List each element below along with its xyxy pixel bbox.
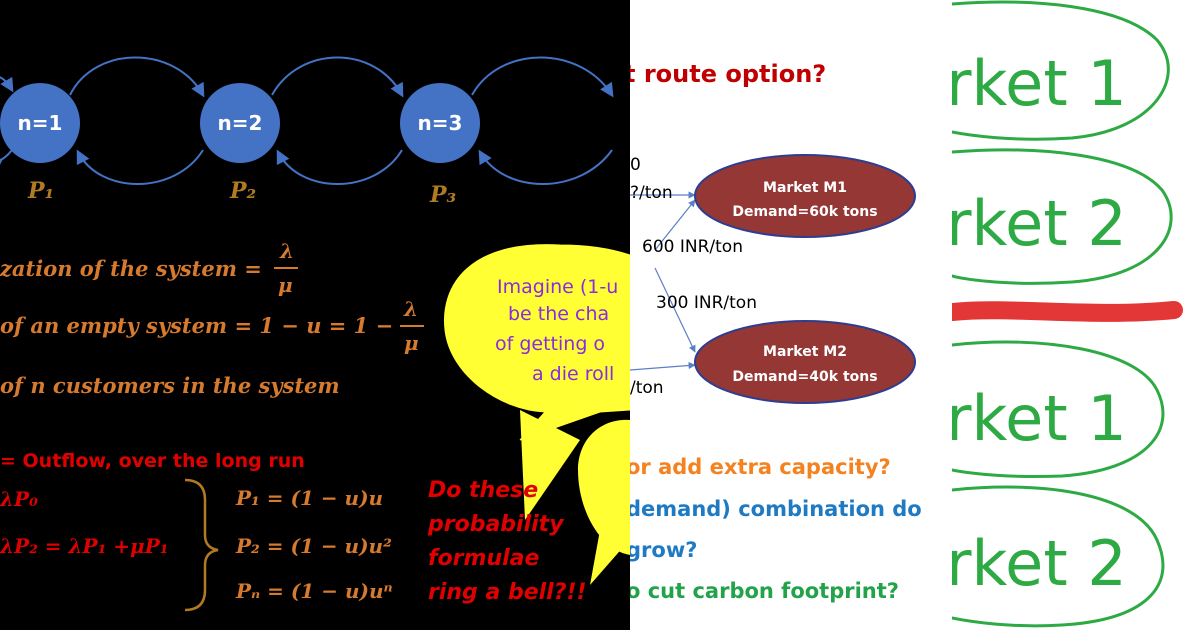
hand-ellipse-1 [952, 0, 1170, 141]
market-m2-node: Market M2 Demand=40k tons [694, 320, 916, 404]
red-divider-scribble [952, 301, 1183, 322]
speech-bubble-secondary [578, 419, 630, 585]
svg-text:Market M2: Market M2 [763, 344, 847, 360]
hand-label-2: rket 2 [952, 187, 1127, 260]
svg-text:Do these: Do these [428, 478, 538, 503]
arc-backward-1-0 [0, 149, 13, 172]
queue-slide: n=1 n=2 n=3 P₁ P₂ P₃ zation of the syste… [0, 56, 630, 612]
solution-eq-2: P₂ = (1 − u)u² [235, 534, 392, 558]
empty-system-formula: of an empty system = 1 − u = 1 − [0, 313, 393, 338]
question-carbon-footprint: o cut carbon footprint? [630, 579, 899, 603]
market-m1-node: Market M1 Demand=60k tons [694, 154, 916, 238]
hand-label-1: rket 1 [952, 47, 1127, 120]
question-capacity: or add extra capacity? [630, 455, 891, 479]
svg-text:Market M1: Market M1 [763, 180, 847, 196]
hand-ellipse-2 [952, 148, 1173, 285]
prob-label-1: P₁ [27, 178, 54, 204]
utilization-denominator: μ [278, 273, 293, 297]
hand-ellipse-4 [952, 485, 1165, 628]
speech-bubble-tail [520, 410, 580, 520]
edge-label-3: 300 INR/ton [656, 293, 757, 313]
edge-to-m2-lower [630, 361, 696, 371]
svg-text:probability: probability [427, 512, 565, 537]
svg-text:Imagine (1-u: Imagine (1-u [497, 276, 618, 298]
hand-label-4: rket 2 [952, 527, 1127, 600]
edge-label-4: /ton [630, 378, 664, 398]
arc-backward-3-2 [276, 149, 403, 185]
svg-text:n=1: n=1 [18, 111, 63, 135]
empty-system-numerator: λ [403, 297, 418, 321]
prob-label-2: P₂ [229, 178, 256, 204]
svg-text:of getting o: of getting o [495, 333, 605, 355]
hand-label-3: rket 1 [952, 382, 1127, 455]
handwritten-notes-panel: rket 1 rket 2 rket 1 rket 2 [952, 0, 1200, 630]
arc-backward-4-3 [478, 149, 613, 185]
svg-text:n=3: n=3 [418, 111, 463, 135]
n-customers-formula: of n customers in the system [0, 373, 340, 398]
edge-label-2: 600 INR/ton [642, 237, 743, 257]
svg-text:be the cha: be the cha [508, 303, 609, 325]
edge-label-1: ?/ton [630, 183, 673, 203]
handwritten-notes: rket 1 rket 2 rket 1 rket 2 [952, 0, 1183, 628]
empty-system-denominator: μ [404, 331, 419, 355]
svg-text:Demand=40k tons: Demand=40k tons [732, 369, 877, 385]
edge-to-m1 [654, 199, 696, 251]
question-grow: grow? [630, 538, 697, 562]
prob-label-3: P₃ [429, 182, 457, 208]
question-demand-combination: demand) combination do [630, 497, 922, 521]
arc-backward-2-1 [76, 149, 204, 185]
speech-bubble-main [443, 244, 630, 441]
state-node-3: n=3 [400, 83, 480, 163]
edge-to-m2 [654, 267, 696, 353]
route-title: t route option? [630, 60, 826, 88]
bubble-text: Imagine (1-u be the cha of getting o a d… [495, 276, 618, 385]
arc-forward-0-1 [0, 76, 14, 93]
balance-left-eq-1: λP₀ [0, 487, 38, 511]
market-route-panel: t route option? 0 ?/ton 600 INR/ton 300 … [630, 0, 952, 630]
svg-text:ring a bell?!!: ring a bell?!! [428, 580, 587, 605]
svg-text:formulae: formulae [428, 546, 540, 571]
transition-arcs [0, 56, 614, 185]
solution-eq-1: P₁ = (1 − u)u [235, 486, 383, 510]
state-node-2: n=2 [200, 83, 280, 163]
balance-left-eq-2: λP₂ = λP₁ +μP₁ [0, 534, 169, 558]
utilization-formula: zation of the system = [0, 256, 262, 281]
arc-forward-2-3 [271, 56, 404, 98]
svg-text:a die roll: a die roll [532, 363, 614, 385]
edge-label-top: 0 [630, 155, 641, 175]
arc-forward-1-2 [69, 56, 205, 98]
market-route-slide: t route option? 0 ?/ton 600 INR/ton 300 … [630, 60, 922, 603]
hand-ellipse-3 [952, 340, 1165, 479]
utilization-numerator: λ [279, 239, 294, 263]
curly-brace [184, 478, 219, 612]
balance-statement: = Outflow, over the long run [0, 450, 305, 472]
question-text: Do these probability formulae ring a bel… [427, 478, 587, 605]
queue-slide-panel: n=1 n=2 n=3 P₁ P₂ P₃ zation of the syste… [0, 56, 630, 612]
arc-forward-3-4 [471, 56, 614, 98]
svg-text:Demand=60k tons: Demand=60k tons [732, 204, 877, 220]
solution-eq-n: Pₙ = (1 − u)uⁿ [235, 579, 393, 603]
state-node-1: n=1 [0, 83, 80, 163]
svg-text:n=2: n=2 [218, 111, 263, 135]
